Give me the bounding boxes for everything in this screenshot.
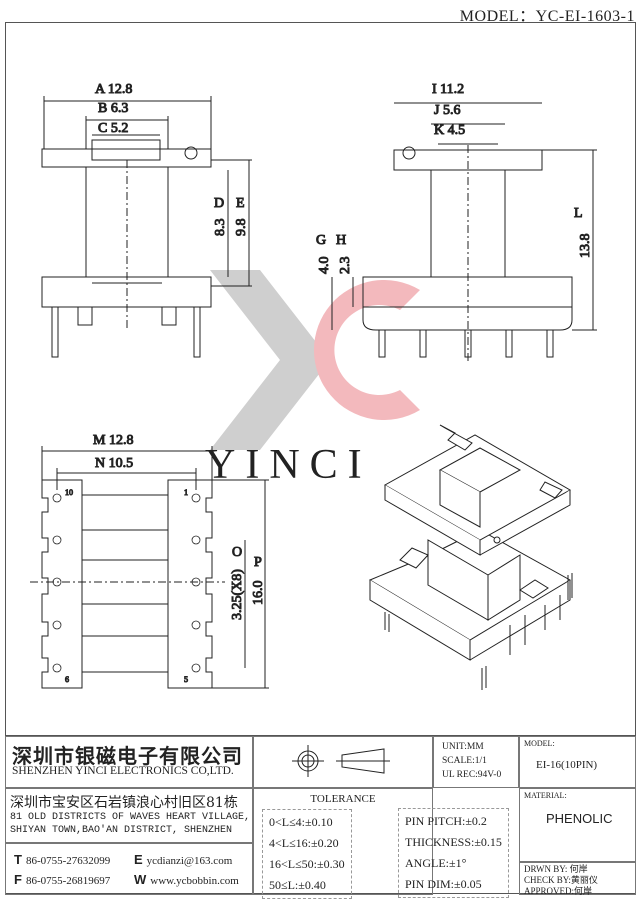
model-value: EI-16(10PIN) xyxy=(536,759,598,771)
model-cell: MODEL: EI-16(10PIN) xyxy=(519,736,636,788)
dim-c: C 5.2 xyxy=(98,121,128,136)
projection-symbol-icon xyxy=(292,745,390,777)
dim-o-label: O xyxy=(232,545,242,560)
dim-h-label: H xyxy=(336,233,346,248)
isometric-view xyxy=(368,424,573,690)
bottom-view xyxy=(30,446,269,689)
dim-p-value: 16.0 xyxy=(251,581,266,606)
pin-label-1: 1 xyxy=(184,488,188,497)
company-name-cn: 深圳市银磁电子有限公司 xyxy=(12,744,243,768)
model-number-label: MODEL：YC-EI-1603-1 xyxy=(459,8,635,25)
dim-e-label: E xyxy=(236,196,245,211)
dim-p-label: P xyxy=(254,555,262,570)
dim-l-value: 13.8 xyxy=(578,234,593,259)
address-en-line2: SHIYAN TOWN,BAO'AN DISTRICT, SHENZHEN xyxy=(10,825,233,836)
technical-drawing: YINCI A 12.8 B 6.3 C 5.2 D E 8.3 9.8 I 1… xyxy=(30,82,597,690)
front-view xyxy=(41,96,252,358)
approval-cell: DRWN BY: 何岸 CHECK BY:黄丽仪 APPROVED:何岸 xyxy=(519,862,636,896)
dim-d-label: D xyxy=(214,196,224,211)
dim-m: M 12.8 xyxy=(93,433,133,448)
drawing-frame xyxy=(5,22,636,894)
projection-symbol-cell xyxy=(253,736,433,788)
company-cell: 深圳市银磁电子有限公司 SHENZHEN YINCI ELECTRONICS C… xyxy=(5,736,253,788)
dim-l-label: L xyxy=(574,206,583,221)
dim-b: B 6.3 xyxy=(98,101,128,116)
pin-label-6: 6 xyxy=(65,675,69,684)
watermark-logo: YINCI xyxy=(205,270,420,488)
title-block: 深圳市银磁电子有限公司 SHENZHEN YINCI ELECTRONICS C… xyxy=(5,735,636,899)
material-value: PHENOLIC xyxy=(546,811,613,826)
pin-label-5: 5 xyxy=(184,675,188,684)
dim-j: J 5.6 xyxy=(434,103,460,118)
address-cell: 深圳市宝安区石岩镇浪心村旧区81栋 81 OLD DISTRICTS OF WA… xyxy=(5,788,253,843)
dim-h-value: 2.3 xyxy=(338,257,353,275)
address-en-line1: 81 OLD DISTRICTS OF WAVES HEART VILLAGE, xyxy=(10,812,251,823)
dim-i: I 11.2 xyxy=(432,82,464,97)
material-cell: MATERIAL: PHENOLIC xyxy=(519,788,636,862)
dim-a: A 12.8 xyxy=(95,82,132,97)
dim-g-label: G xyxy=(316,233,326,248)
side-view xyxy=(331,102,597,362)
dim-n: N 10.5 xyxy=(95,456,133,471)
company-name-en: SHENZHEN YINCI ELECTRONICS CO,LTD. xyxy=(12,765,234,777)
pin-label-10: 10 xyxy=(65,488,73,497)
dim-d-value: 8.3 xyxy=(213,219,228,237)
dim-g-value: 4.0 xyxy=(317,257,332,275)
watermark-text: YINCI xyxy=(205,442,372,488)
address-cn: 深圳市宝安区石岩镇浪心村旧区81栋 xyxy=(10,795,238,811)
tolerance-title: TOLERANCE xyxy=(310,793,376,805)
dim-e-value: 9.8 xyxy=(234,219,249,237)
dim-o-value: 3.25(X8) xyxy=(230,569,245,620)
dim-k: K 4.5 xyxy=(434,123,465,138)
